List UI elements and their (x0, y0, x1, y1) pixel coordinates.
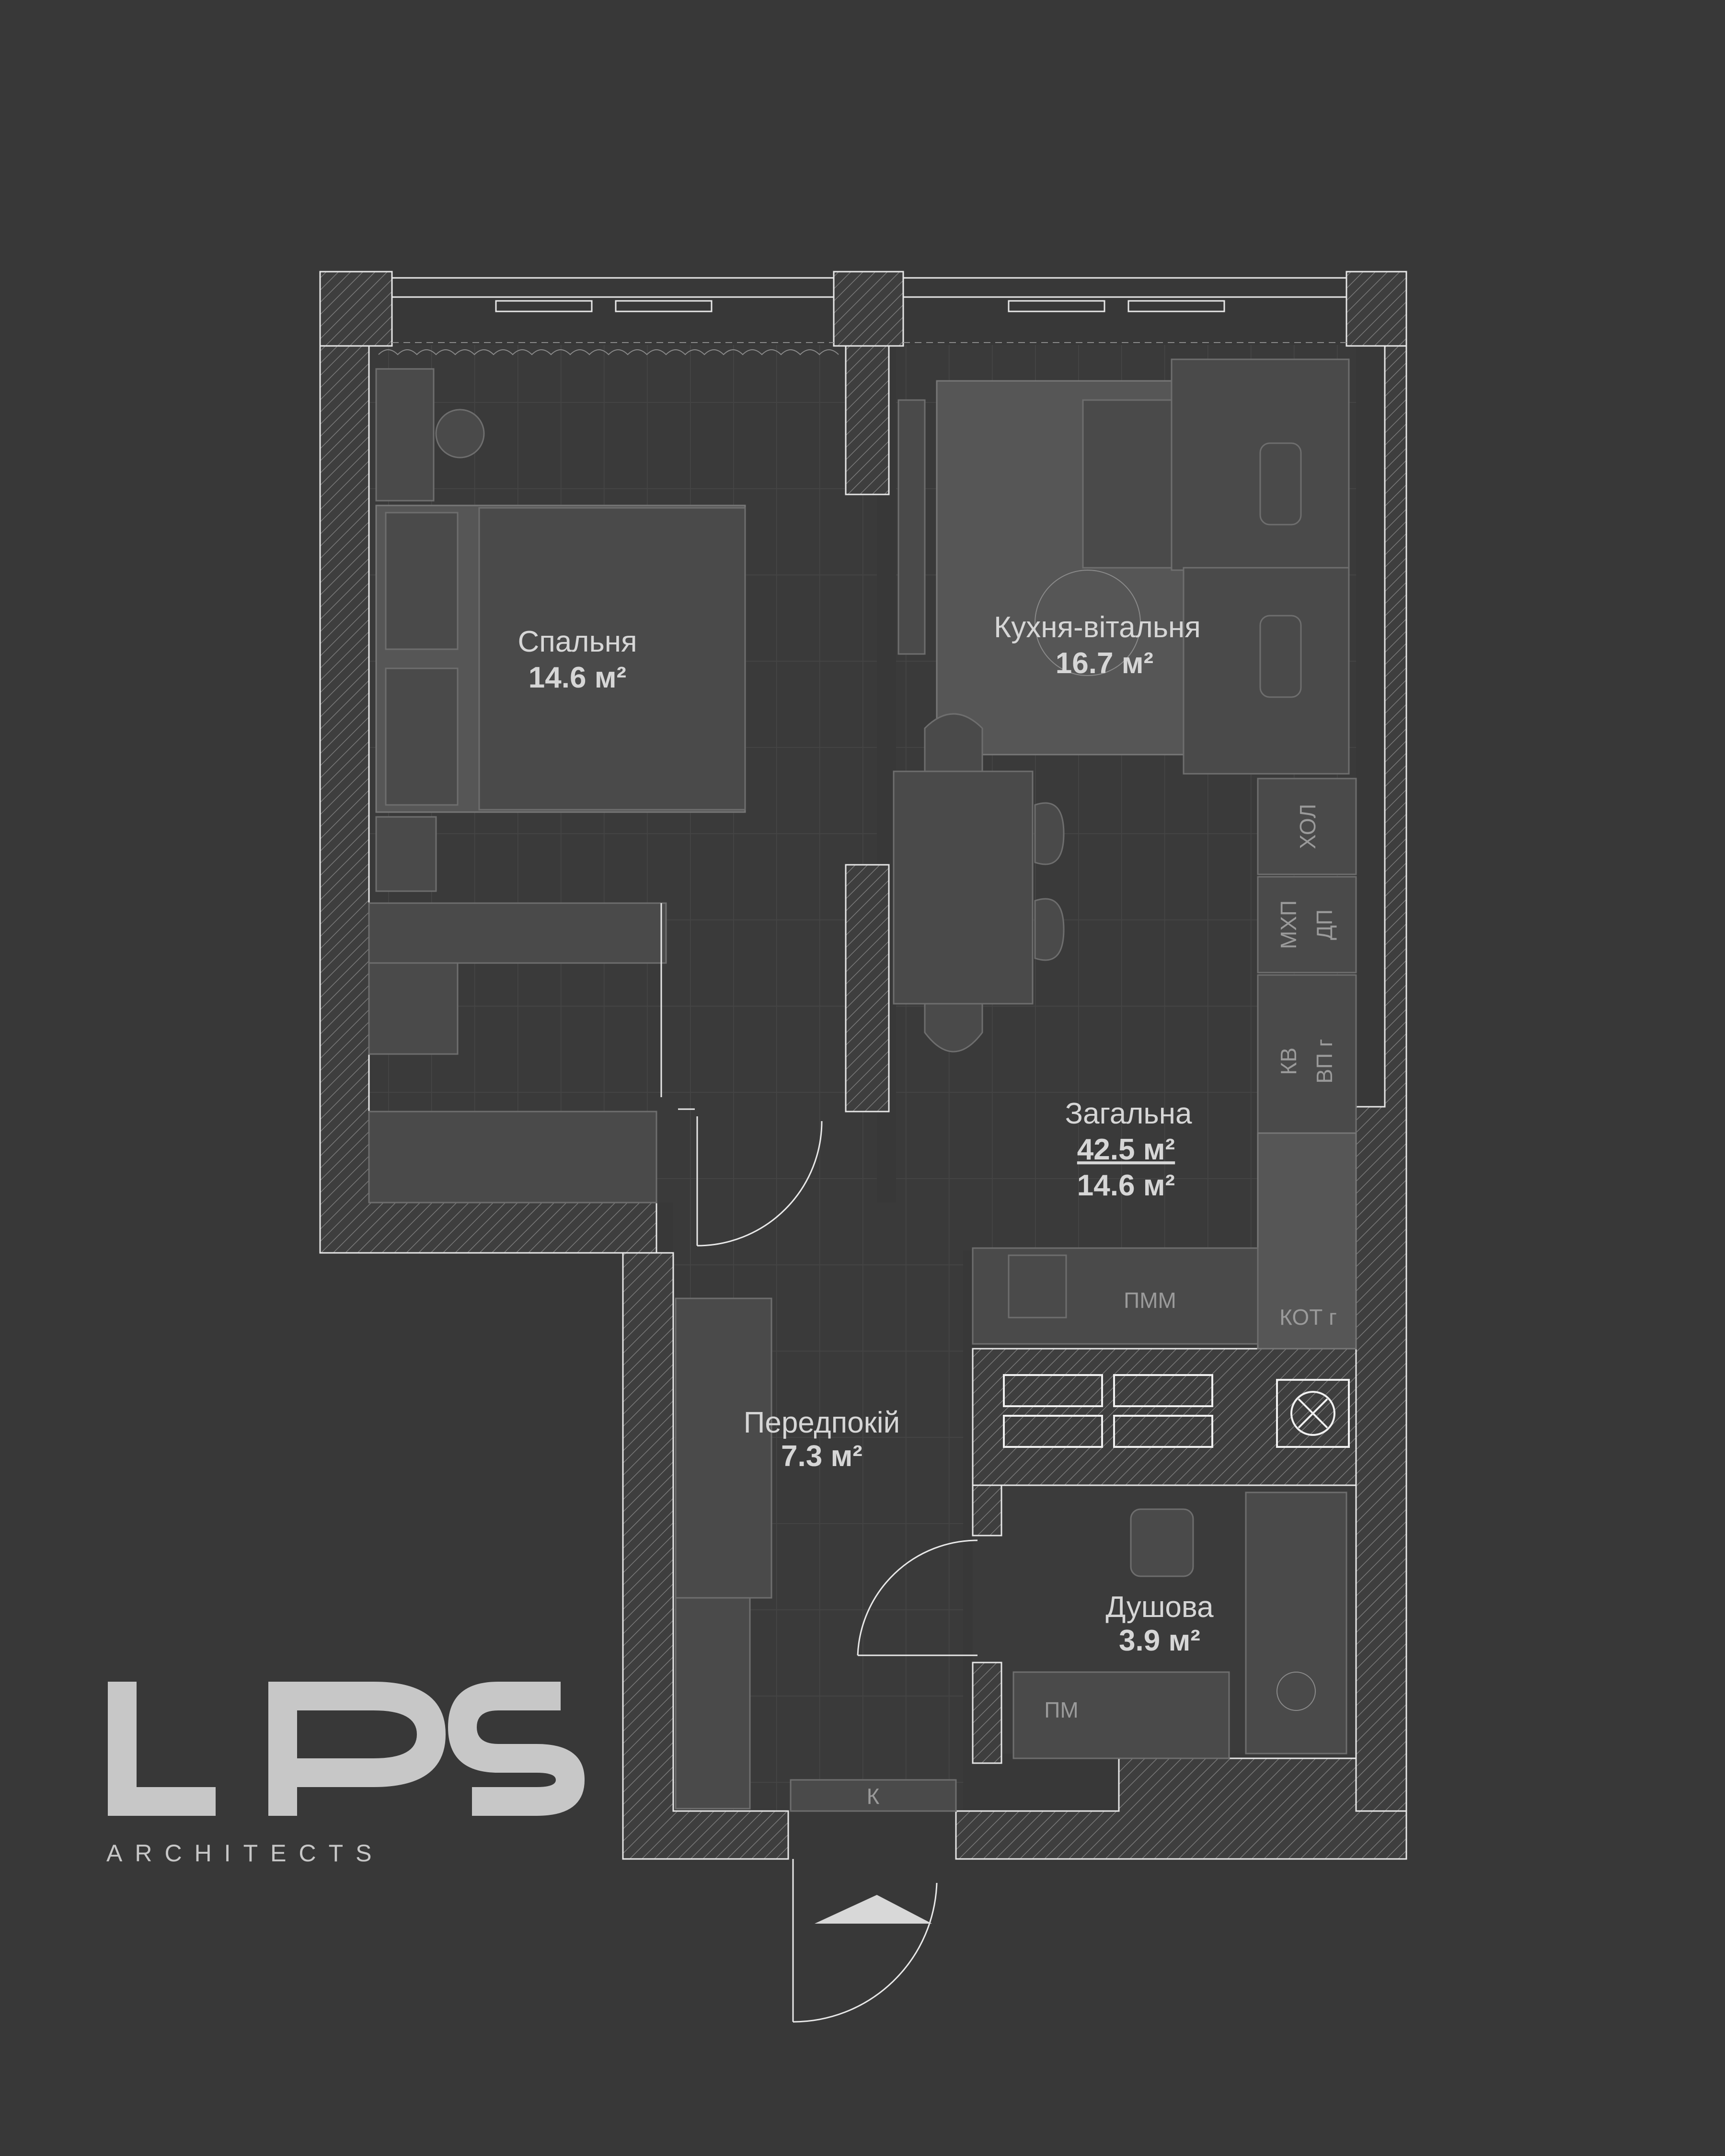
tag-boiler: КОТ г (1279, 1305, 1337, 1330)
kitchen-counter (972, 778, 1357, 1350)
room-label-kitchen-living: Кухня-вітальня 16.7 м² (994, 611, 1201, 680)
logo-mark (108, 1682, 585, 1816)
hallway-furniture (675, 1108, 957, 1812)
logo-subtitle: ARCHITECTS (106, 1840, 384, 1867)
room-label-bedroom: Спальня 14.6 м² (518, 625, 637, 694)
svg-text:Кухня-вітальня: Кухня-вітальня (994, 611, 1201, 644)
svg-text:Загальна: Загальна (1065, 1097, 1192, 1130)
room-label-total: Загальна 42.5 м² 14.6 м² (1065, 1097, 1192, 1202)
tag-oven: ДП (1312, 909, 1337, 940)
tag-microwave: МХП (1276, 900, 1301, 949)
svg-text:14.6 м²: 14.6 м² (529, 661, 626, 694)
doors (696, 1116, 978, 2023)
bedroom-furniture (368, 368, 746, 1204)
tag-fridge: ХОЛ (1295, 804, 1320, 849)
svg-text:Передпокій: Передпокій (744, 1406, 900, 1439)
tag-closet: К (867, 1784, 880, 1809)
living-furniture (893, 358, 1350, 1053)
room-label-hallway: Передпокій 7.3 м² (744, 1406, 900, 1473)
svg-text:Душова: Душова (1105, 1591, 1214, 1624)
svg-text:7.3 м²: 7.3 м² (781, 1440, 862, 1473)
tag-dishwasher: ПММ (1124, 1288, 1176, 1313)
bathroom-fixtures (1003, 1374, 1350, 1759)
svg-text:16.7 м²: 16.7 м² (1056, 647, 1153, 680)
appliance-tags: ХОЛ МХП ДП КВ ВП г ПММ КОТ г ПМ К (867, 804, 1337, 1809)
svg-text:14.6 м²: 14.6 м² (1077, 1169, 1175, 1202)
walls (319, 271, 1407, 1860)
windows (378, 277, 1347, 356)
tag-washer: ПМ (1044, 1697, 1078, 1722)
room-label-shower: Душова 3.9 м² (1105, 1591, 1214, 1657)
tag-hood: КВ (1276, 1047, 1301, 1075)
svg-text:Спальня: Спальня (518, 625, 637, 658)
svg-text:42.5 м²: 42.5 м² (1077, 1133, 1175, 1166)
svg-text:3.9 м²: 3.9 м² (1119, 1624, 1200, 1657)
tag-hob: ВП г (1312, 1039, 1337, 1083)
lps-logo: ARCHITECTS (106, 1682, 585, 1867)
